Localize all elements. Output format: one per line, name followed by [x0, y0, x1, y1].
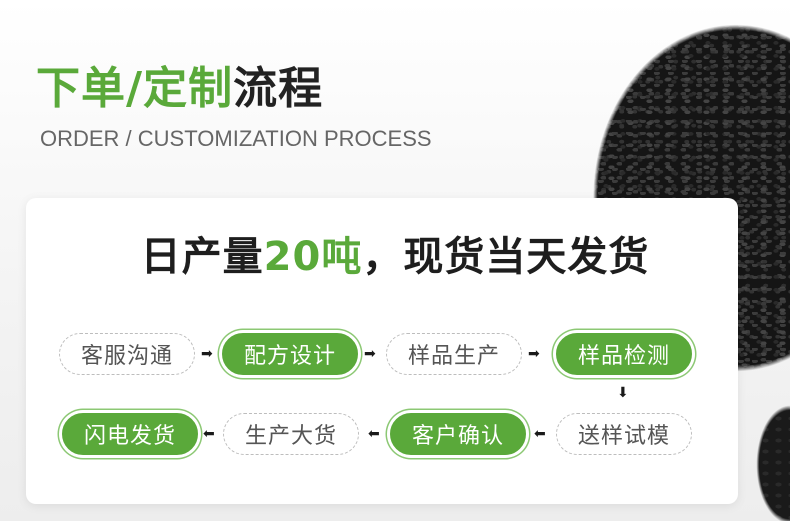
page-title-dark: 流程 — [233, 63, 324, 114]
step-fast-shipping: 闪电发货 — [62, 413, 198, 455]
step-formula-design: 配方设计 — [222, 333, 358, 375]
arrow-left-icon: ⬅ — [534, 426, 546, 442]
arrow-right-icon: ➡ — [201, 346, 213, 362]
step-sample-production: 样品生产 — [386, 333, 522, 375]
production-headline: 日产量20吨，现货当天发货 — [0, 232, 790, 282]
headline-highlight: 20吨 — [263, 234, 363, 280]
headline-prefix: 日产量 — [140, 234, 264, 280]
arrow-left-icon: ⬅ — [203, 426, 215, 442]
page-subtitle: ORDER / CUSTOMIZATION PROCESS — [40, 126, 432, 151]
step-sample-molding-test: 送样试模 — [556, 413, 692, 455]
page-title-green: 下单/定制 — [36, 63, 234, 114]
step-sample-testing: 样品检测 — [556, 333, 692, 375]
headline-suffix: ，现货当天发货 — [362, 234, 650, 280]
arrow-left-icon: ⬅ — [368, 426, 380, 442]
step-mass-production: 生产大货 — [223, 413, 359, 455]
arrow-right-icon: ➡ — [364, 346, 376, 362]
arrow-down-icon: ⬇ — [617, 385, 629, 401]
step-customer-service: 客服沟通 — [59, 333, 195, 375]
step-customer-confirmation: 客户确认 — [390, 413, 526, 455]
arrow-right-icon: ➡ — [528, 346, 540, 362]
page-title: 下单/定制流程 — [36, 62, 323, 116]
